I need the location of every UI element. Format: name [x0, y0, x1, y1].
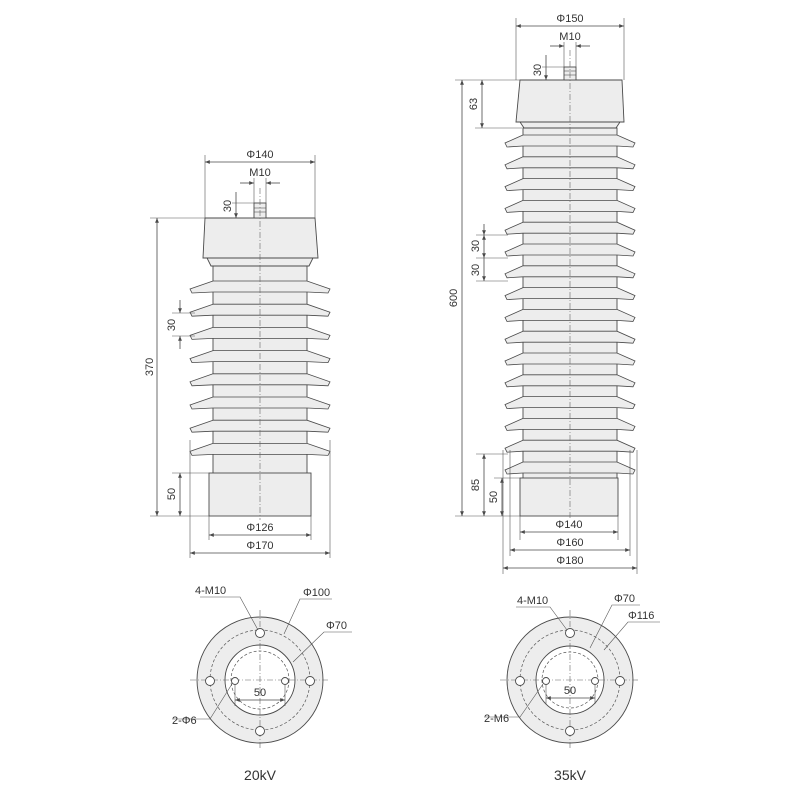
dim-pin-spacing-35: 50: [564, 685, 576, 697]
label-inner-diameter: Φ70: [326, 620, 347, 632]
dim-total-height-35: 600: [448, 289, 460, 307]
dim-base-diameter: Φ126: [246, 522, 273, 534]
arrester-20kv: Φ140 M10 30 370 30 50 Φ126 Φ: [144, 149, 331, 558]
cap-35kv: [515, 79, 625, 123]
bolt-hole: [565, 726, 575, 736]
dim-shed-pitch-a: 30: [470, 240, 482, 252]
bolt-hole: [515, 676, 525, 686]
dim-thread-35: M10: [559, 31, 580, 43]
label-bolt-holes-35: 4-M10: [517, 595, 548, 607]
bolt-hole: [615, 676, 625, 686]
bolt-hole: [565, 628, 575, 638]
neck-35kv: [519, 121, 621, 129]
caption-35kv: 35kV: [554, 767, 587, 783]
dim-cap-height: 63: [468, 98, 480, 110]
caption-20kv: 20kV: [244, 767, 277, 783]
dim-base-height: 50: [166, 488, 178, 500]
label-pin-holes: 2-Φ6: [172, 715, 197, 727]
dim-shed-diameter-35: Φ180: [556, 555, 583, 567]
dim-lower-height: 85: [470, 479, 482, 491]
dim-shed-diameter: Φ170: [246, 540, 273, 552]
label-pin-holes-35: 2-M6: [484, 713, 509, 725]
dim-total-height: 370: [144, 358, 156, 376]
bolt-hole: [255, 628, 265, 638]
cap-20kv: [202, 217, 319, 259]
label-outer-diameter: Φ100: [303, 587, 330, 599]
pin-hole: [231, 677, 239, 685]
dim-base-diameter-35: Φ140: [555, 519, 582, 531]
label-inner-diameter-35: Φ70: [614, 593, 635, 605]
pin-hole: [591, 677, 599, 685]
label-outer-diameter-35: Φ116: [628, 610, 654, 622]
arrester-35kv: Φ150 M10 30 63 600 30 30 85: [448, 13, 638, 574]
shed: [189, 419, 331, 433]
pin-hole: [542, 677, 550, 685]
pin-hole: [281, 677, 289, 685]
bottom-view-35kv: 50 4-M10 Φ70 Φ116 2-M6 35kV: [484, 593, 660, 783]
dim-stud-height-35: 30: [532, 64, 544, 76]
dim-top-diameter-35: Φ150: [556, 13, 583, 25]
dim-thread: M10: [249, 167, 270, 179]
dim-stud-height: 30: [222, 200, 234, 212]
dim-mid-diameter-35: Φ160: [556, 537, 583, 549]
bolt-hole: [205, 676, 215, 686]
bolt-hole: [305, 676, 315, 686]
dim-base-height-35: 50: [488, 491, 500, 503]
label-bolt-holes: 4-M10: [195, 585, 226, 597]
bottom-view-20kv: 50 4-M10 Φ100 Φ70 2-Φ6 20kV: [172, 585, 352, 783]
dim-shed-pitch-b: 30: [470, 264, 482, 276]
dim-shed-pitch: 30: [166, 319, 178, 331]
dim-top-diameter: Φ140: [246, 149, 273, 161]
bolt-hole: [255, 726, 265, 736]
dim-pin-spacing: 50: [254, 687, 266, 699]
base-35kv: [519, 477, 619, 517]
